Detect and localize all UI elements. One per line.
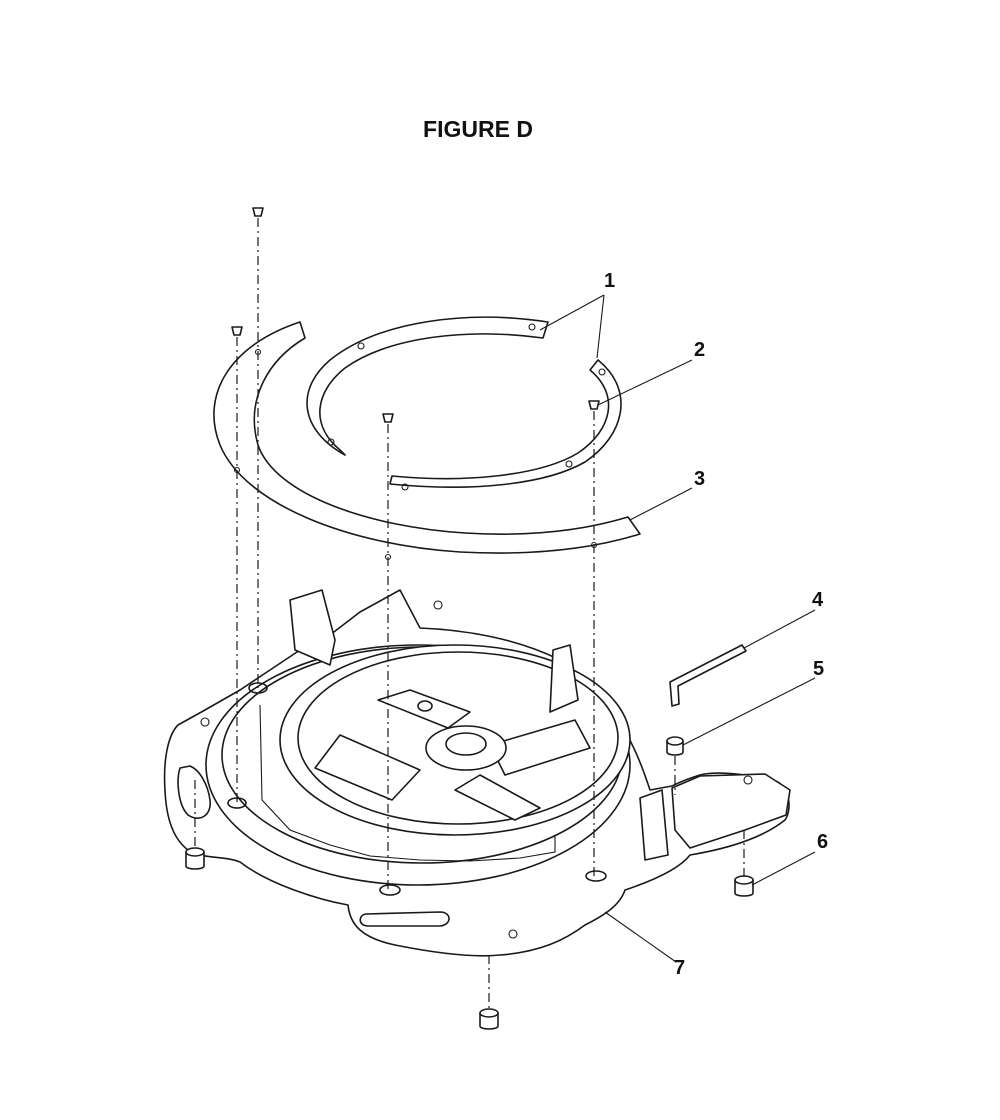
callout-6: 6 <box>817 831 828 853</box>
callout-labels: 1 2 3 4 5 6 7 <box>604 270 828 979</box>
kerf-plates <box>306 316 622 491</box>
figure-title: FIGURE D <box>423 116 533 142</box>
callout-7: 7 <box>674 957 685 979</box>
callout-4: 4 <box>812 589 824 611</box>
hex-key <box>669 644 747 707</box>
table-insert <box>213 321 641 554</box>
screws <box>231 207 600 423</box>
callout-3: 3 <box>694 468 705 490</box>
callout-5: 5 <box>813 658 824 680</box>
callout-1: 1 <box>604 270 615 292</box>
miter-base <box>163 589 791 957</box>
leader-lines <box>539 294 816 963</box>
assembly-centerlines <box>194 218 745 1011</box>
rubber-feet <box>185 736 754 1030</box>
callout-2: 2 <box>694 339 705 361</box>
